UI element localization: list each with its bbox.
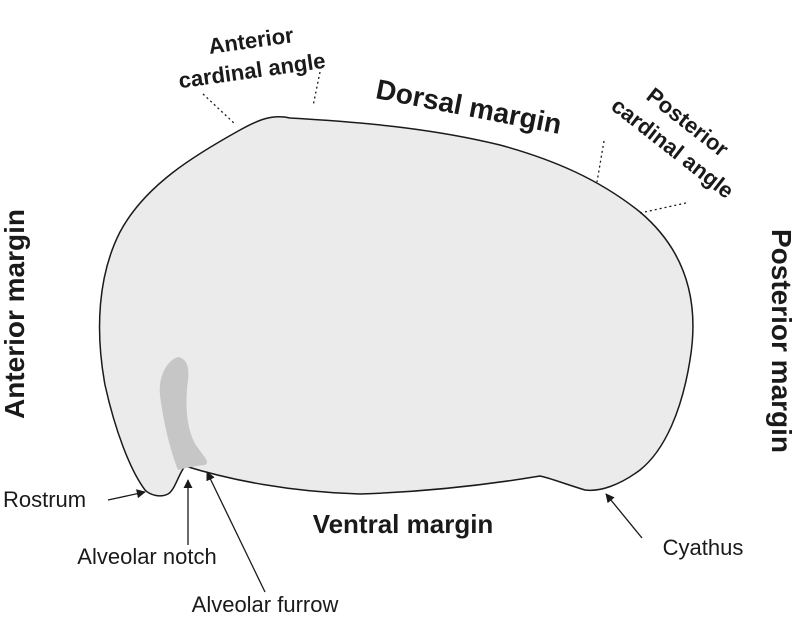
anterior-margin-label: Anterior margin [0, 209, 30, 419]
ventral-margin-label: Ventral margin [313, 509, 494, 539]
anterior-cardinal-angle-leader-left [202, 93, 236, 125]
cyathus-label: Cyathus [663, 535, 744, 560]
rostrum-arrow [107, 489, 146, 501]
anterior-cardinal-angle-leader-right [312, 71, 321, 107]
otolith-outline [98, 116, 694, 497]
anterior-cardinal-angle-label-line2: cardinal angle [177, 48, 327, 93]
alveolar-notch-label: Alveolar notch [77, 544, 216, 569]
cyathus-arrow [605, 493, 643, 539]
alveolar-furrow-label: Alveolar furrow [192, 592, 339, 617]
rostrum-label: Rostrum [3, 487, 86, 512]
alveolar-furrow-shading [159, 357, 208, 470]
posterior-cardinal-angle-leader-left [596, 140, 605, 183]
alveolar-furrow-arrow [206, 471, 266, 593]
posterior-margin-label: Posterior margin [766, 229, 797, 453]
posterior-cardinal-angle-leader-right [639, 202, 687, 214]
